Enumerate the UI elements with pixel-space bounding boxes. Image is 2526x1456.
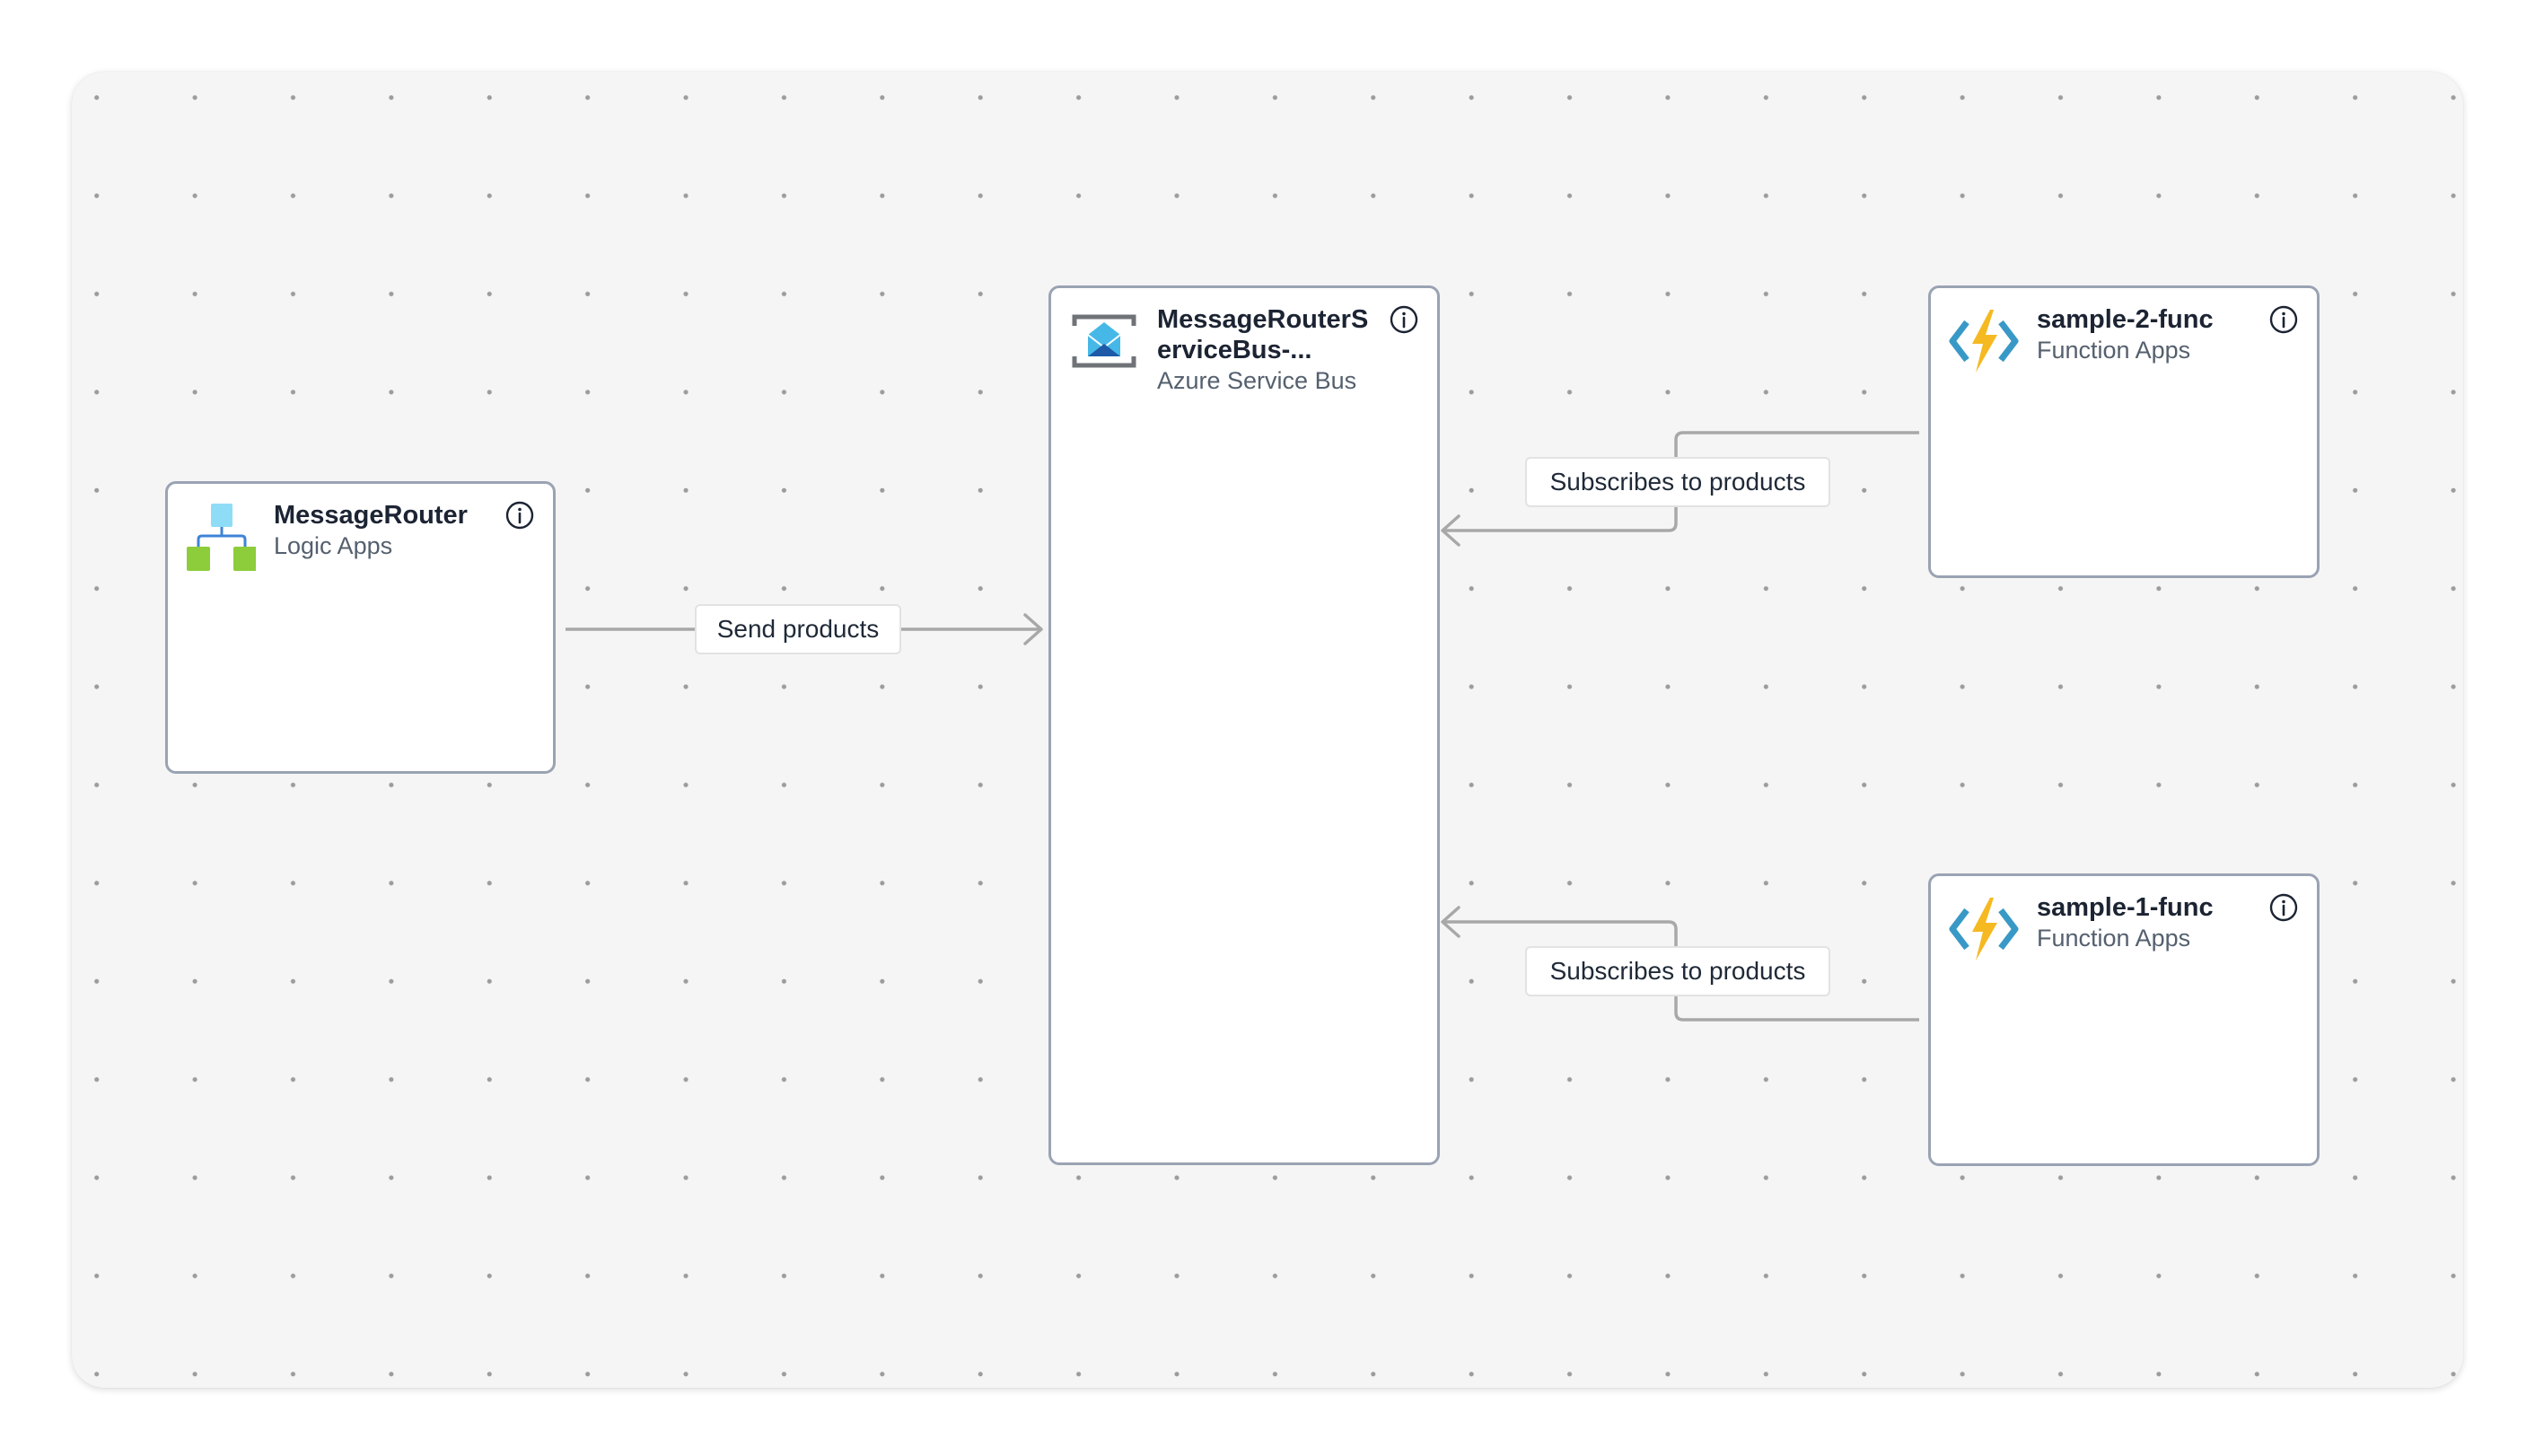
node-subtitle: Function Apps	[2037, 925, 2191, 952]
edge-label-subscribes-sample-2[interactable]: Subscribes to products	[1525, 457, 1830, 507]
node-subtitle: Azure Service Bus	[1157, 367, 1357, 394]
node-title: MessageRouter	[274, 501, 468, 530]
node-subtitle: Logic Apps	[274, 532, 393, 559]
node-sample-2-func[interactable]: sample-2-func Function Apps	[1928, 285, 2320, 578]
edge-label-send-products[interactable]: Send products	[695, 604, 901, 654]
node-sample-1-func[interactable]: sample-1-func Function Apps	[1928, 873, 2320, 1166]
info-icon[interactable]	[2268, 304, 2299, 335]
info-icon[interactable]	[504, 500, 535, 531]
service-bus-icon	[1072, 314, 1136, 368]
function-app-icon	[1949, 898, 2019, 960]
node-messagerouter[interactable]: MessageRouter Logic Apps	[165, 481, 556, 774]
node-title: MessageRouterServiceBus-...	[1157, 305, 1369, 364]
diagram-canvas[interactable]: MessageRouter Logic Apps MessageRouterSe…	[72, 72, 2463, 1388]
logic-apps-icon	[187, 504, 256, 571]
info-icon[interactable]	[2268, 892, 2299, 923]
node-title: sample-2-func	[2037, 305, 2214, 334]
node-subtitle: Function Apps	[2037, 337, 2191, 364]
info-icon[interactable]	[1389, 304, 1419, 335]
function-app-icon	[1949, 310, 2019, 373]
edge-label-subscribes-sample-1[interactable]: Subscribes to products	[1525, 946, 1830, 996]
node-title: sample-1-func	[2037, 893, 2214, 922]
node-messagerouterservicebus[interactable]: MessageRouterServiceBus-... Azure Servic…	[1048, 285, 1440, 1165]
